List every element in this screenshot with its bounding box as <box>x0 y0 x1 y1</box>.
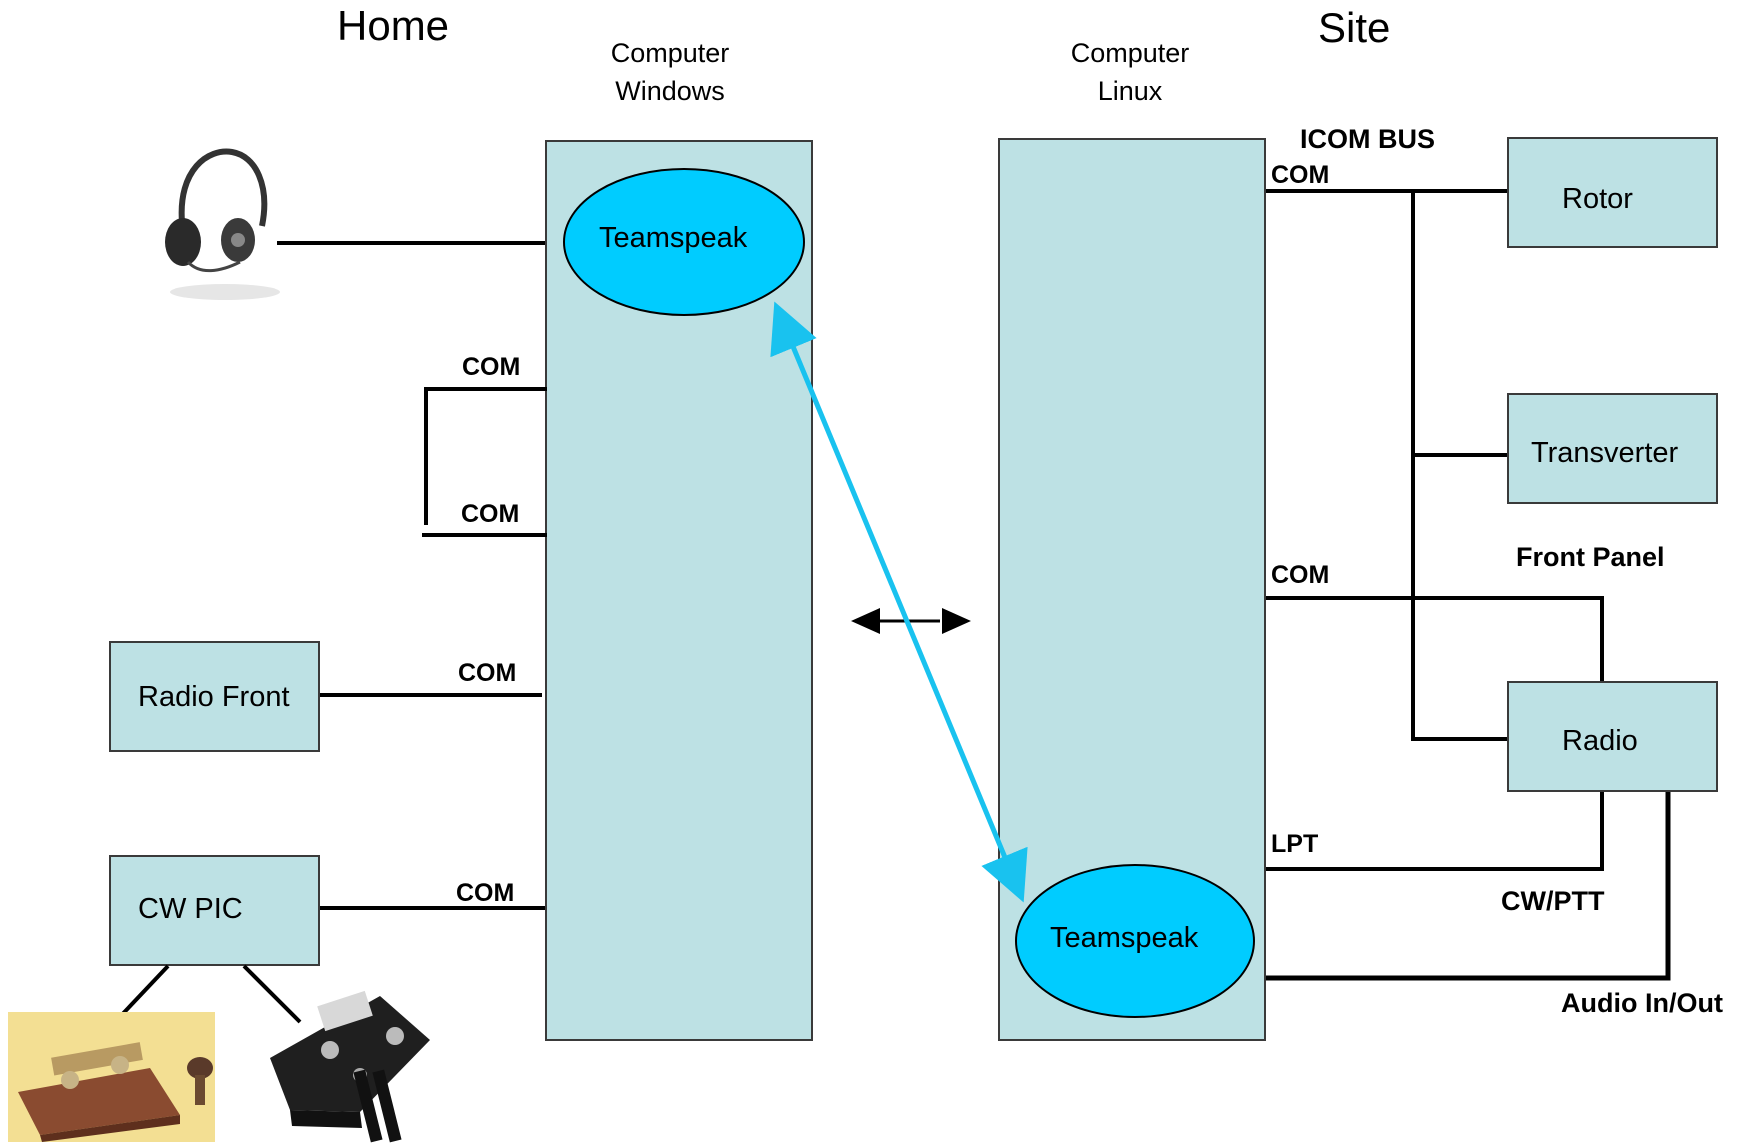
teamspeak-home-ellipse <box>563 168 805 316</box>
front-panel-label: Front Panel <box>1516 542 1665 572</box>
cw-pic-box[interactable]: CW PIC <box>109 855 320 966</box>
home-com-label-3: COM <box>458 659 517 687</box>
radio-front-box[interactable]: Radio Front <box>109 641 320 752</box>
radio-box[interactable]: Radio <box>1507 681 1718 792</box>
com-loopback-line <box>424 387 547 525</box>
teamspeak-site-label: Teamspeak <box>1050 922 1199 954</box>
site-heading: Site <box>1318 4 1391 51</box>
headset-icon <box>165 148 280 300</box>
audio-label: Audio In/Out <box>1561 988 1723 1018</box>
cw-pic-label: CW PIC <box>138 893 243 925</box>
rotor-box[interactable]: Rotor <box>1507 137 1718 248</box>
audio-line <box>1266 792 1671 981</box>
windows-computer-label-line2: Windows <box>615 76 725 106</box>
teamspeak-link-arrow <box>770 301 1028 903</box>
cw-ptt-label: CW/PTT <box>1501 886 1605 916</box>
linux-computer-label-line1: Computer <box>1070 38 1190 68</box>
home-heading: Home <box>337 2 450 49</box>
radio-label: Radio <box>1562 725 1638 757</box>
front-panel-line <box>1266 596 1604 681</box>
rotor-label: Rotor <box>1562 183 1633 215</box>
paddle-key-icon <box>270 990 430 1143</box>
site-lpt-label: LPT <box>1271 830 1319 858</box>
radio-front-label: Radio Front <box>138 681 290 713</box>
icom-bus-label: ICOM BUS <box>1300 124 1435 154</box>
cw-pic-key-line-2 <box>242 964 302 1024</box>
windows-computer-label-line1: Computer <box>610 38 730 68</box>
straight-key-icon <box>8 1012 215 1142</box>
site-com-label-1: COM <box>1271 161 1330 189</box>
lpt-line <box>1266 792 1604 871</box>
linux-computer-label-line2: Linux <box>1097 76 1163 106</box>
linux-computer-label: Computer Linux <box>1020 34 1240 110</box>
teamspeak-site-ellipse <box>1015 864 1255 1018</box>
windows-computer-label: Computer Windows <box>560 34 780 110</box>
home-com-label-1: COM <box>462 353 521 381</box>
site-com-label-2: COM <box>1271 561 1330 589</box>
home-com-label-4: COM <box>456 879 515 907</box>
home-com-label-2: COM <box>461 500 520 528</box>
transverter-box[interactable]: Transverter <box>1507 393 1718 504</box>
transverter-label: Transverter <box>1531 437 1679 469</box>
teamspeak-home-label: Teamspeak <box>599 222 748 254</box>
